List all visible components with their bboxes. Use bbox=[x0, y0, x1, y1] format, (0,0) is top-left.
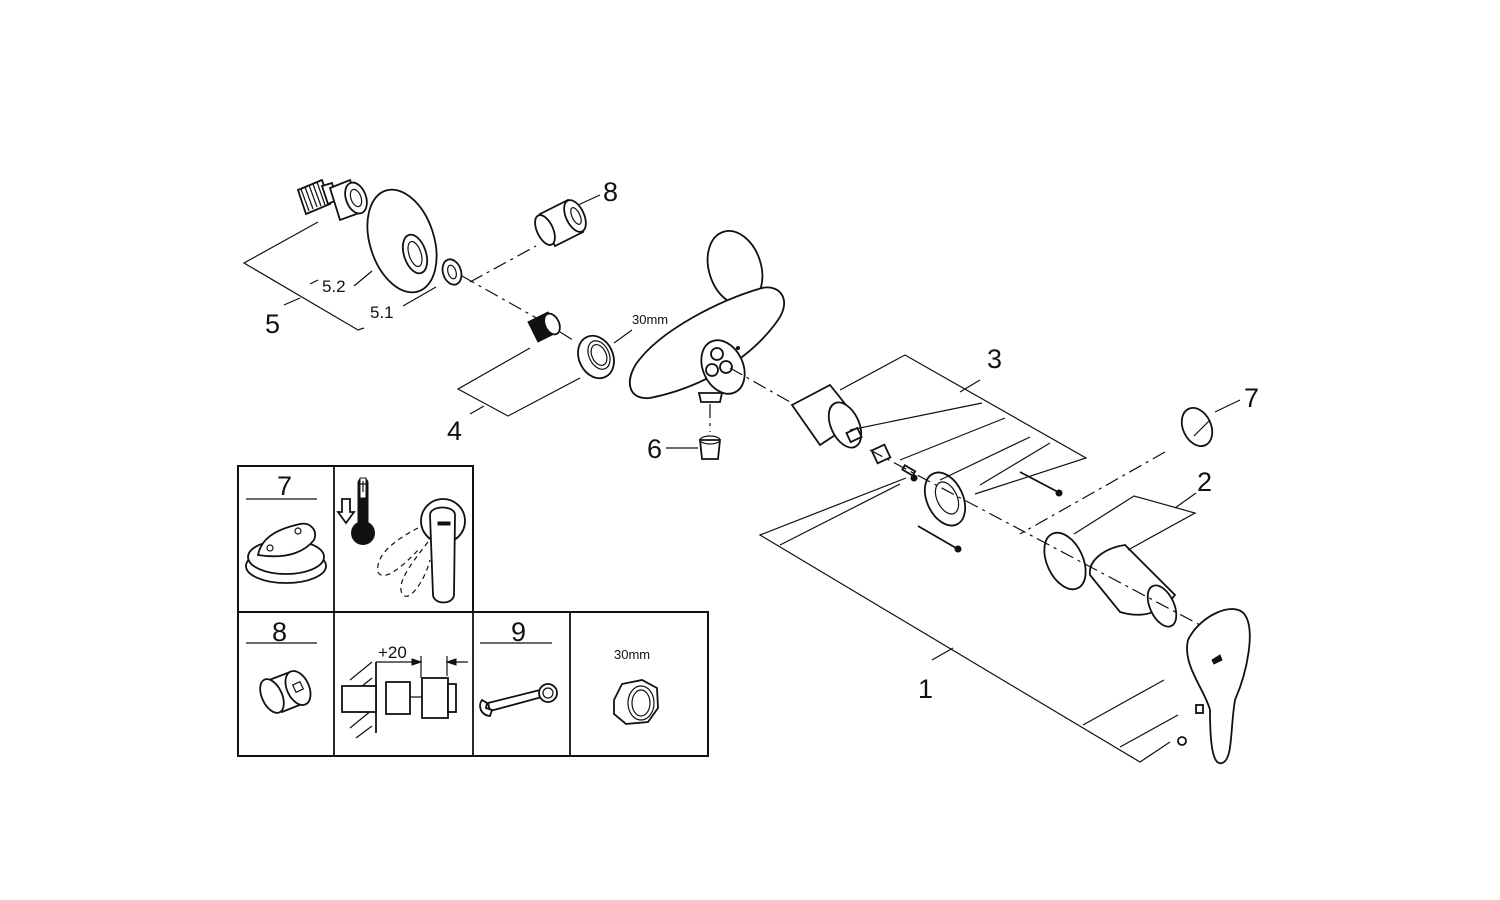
callout-2: 2 bbox=[1197, 467, 1212, 497]
inset-nut-size-label: 30mm bbox=[614, 647, 650, 662]
flow-regulator-part bbox=[699, 435, 721, 460]
hex-nut-icon bbox=[613, 679, 659, 725]
mixer-body-part bbox=[628, 230, 785, 403]
bracket-2 bbox=[1073, 492, 1197, 551]
extension-dimension-icon: +20 bbox=[341, 643, 468, 739]
hex-nut-part bbox=[577, 334, 615, 380]
assembly-axis-line bbox=[469, 245, 537, 283]
callout-4: 4 bbox=[447, 416, 462, 446]
callout-6: 6 bbox=[647, 434, 662, 464]
sleeve-part bbox=[1089, 544, 1178, 628]
assembly-axis-line bbox=[729, 367, 791, 403]
inset-label-9: 9 bbox=[511, 617, 526, 647]
cartridge-part bbox=[790, 383, 863, 449]
handle-stop-ring-icon bbox=[245, 522, 327, 584]
bracket-4 bbox=[456, 347, 581, 417]
assembly-axis-line bbox=[1019, 451, 1166, 535]
inset-cell-temperature bbox=[336, 477, 466, 604]
adapter-part bbox=[870, 443, 892, 465]
support-ring-part bbox=[923, 471, 967, 527]
inset-cell-8: 8 bbox=[246, 617, 317, 714]
wrench-icon bbox=[479, 683, 558, 717]
inset-cell-9: 9 bbox=[479, 617, 558, 717]
washer-part bbox=[441, 258, 463, 286]
inset-cell-extension: +20 bbox=[341, 643, 468, 739]
inset-cell-7: 7 bbox=[245, 471, 327, 584]
inset-label-7: 7 bbox=[277, 471, 292, 501]
o-ring-part bbox=[1043, 531, 1087, 591]
escutcheon-part bbox=[366, 188, 438, 294]
bracket-1 bbox=[758, 477, 1179, 763]
handle-stop-part bbox=[1180, 407, 1214, 447]
callout-1: 1 bbox=[918, 674, 933, 704]
assembly-axis-line bbox=[869, 449, 1201, 626]
s-union-part bbox=[296, 178, 368, 222]
assembly-axis-line bbox=[461, 275, 541, 321]
extension-dimension-label: +20 bbox=[378, 643, 407, 662]
extension-piece-part bbox=[534, 198, 587, 248]
extension-piece-icon bbox=[259, 670, 312, 714]
bracket-3 bbox=[839, 354, 1088, 495]
screw-long-part bbox=[917, 471, 1063, 553]
callout-5-1: 5.1 bbox=[370, 303, 394, 322]
nut-size-label: 30mm bbox=[632, 312, 668, 327]
nipple-part bbox=[527, 311, 561, 343]
callout-8: 8 bbox=[603, 177, 618, 207]
lever-handle-part bbox=[1177, 608, 1251, 764]
temperature-limit-lever-icon bbox=[336, 477, 466, 604]
inset-cell-nut: 30mm bbox=[613, 647, 659, 725]
callout-7: 7 bbox=[1244, 383, 1259, 413]
callout-3: 3 bbox=[987, 344, 1002, 374]
callout-5: 5 bbox=[265, 309, 280, 339]
inset-label-8: 8 bbox=[272, 617, 287, 647]
callout-5-2: 5.2 bbox=[322, 277, 346, 296]
bracket-5 bbox=[242, 221, 437, 331]
assembly-axis-line bbox=[559, 331, 577, 343]
